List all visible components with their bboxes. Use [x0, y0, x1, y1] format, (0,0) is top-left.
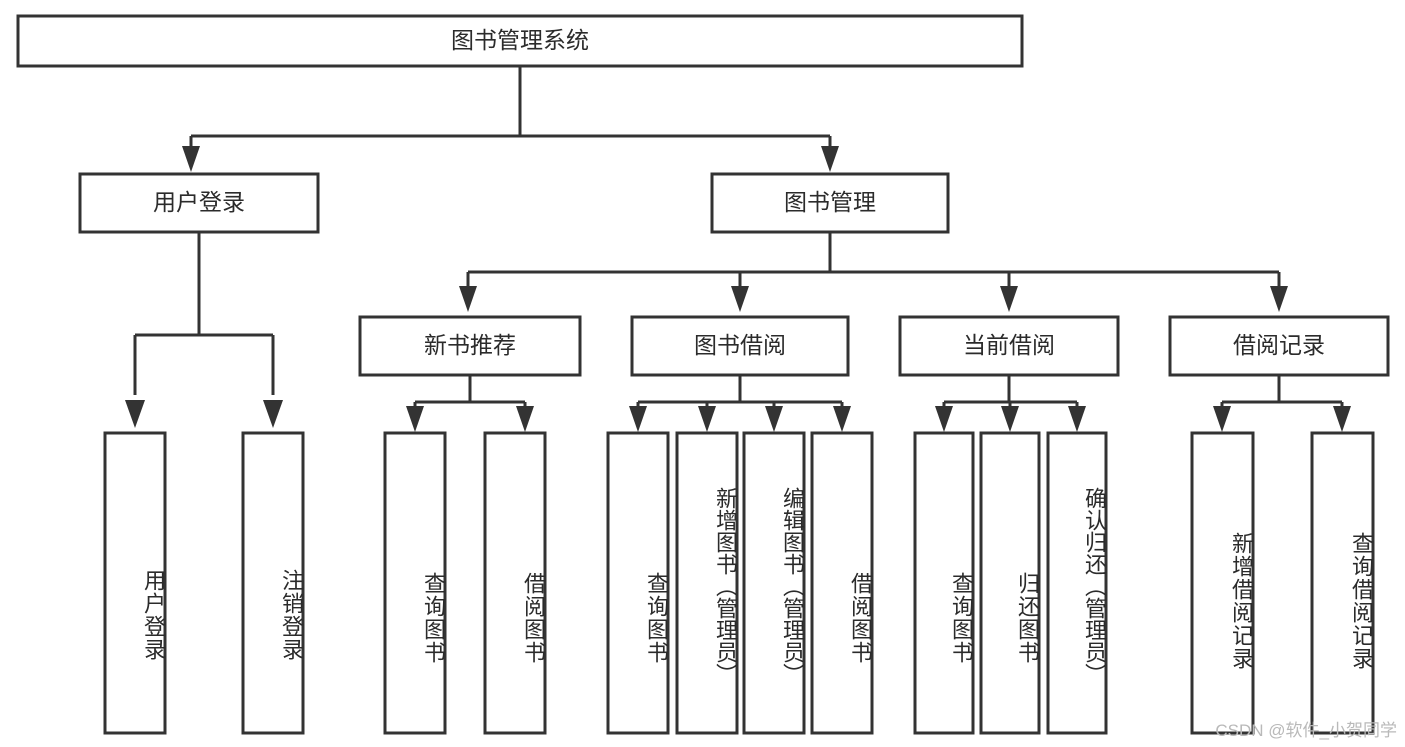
- connector-newbookrec-to-leaves: [406, 375, 534, 432]
- connector-root-to-level2: [182, 66, 839, 172]
- connector-currentborrow-to-leaves: [935, 375, 1086, 432]
- node-box-leaf-edit-book[interactable]: [742, 431, 806, 735]
- node-box-leaf-add-book[interactable]: [675, 431, 739, 735]
- node-box-leaf-logout[interactable]: [241, 431, 305, 735]
- node-box-new-book-rec[interactable]: [358, 315, 582, 377]
- node-box-borrow-record[interactable]: [1168, 315, 1390, 377]
- node-box-leaf-borrow-book-1[interactable]: [483, 431, 547, 735]
- connector-userlogin-to-leaves: [125, 233, 283, 428]
- node-box-leaf-borrow-book-2[interactable]: [810, 431, 874, 735]
- node-box-leaf-add-record[interactable]: [1190, 431, 1255, 735]
- connector-bookmanage-to-level3: [459, 233, 1288, 312]
- node-box-current-borrow[interactable]: [898, 315, 1120, 377]
- connector-borrowrecord-to-leaves: [1213, 375, 1351, 432]
- node-box-leaf-user-login[interactable]: [103, 431, 167, 735]
- node-box-leaf-confirm-return[interactable]: [1046, 431, 1108, 735]
- connector-bookborrow-to-leaves: [629, 375, 851, 432]
- node-box-user-login[interactable]: [78, 172, 320, 234]
- node-box-leaf-return-book[interactable]: [979, 431, 1041, 735]
- watermark-text: CSDN @软件_小贺同学: [1215, 721, 1397, 740]
- node-box-book-manage[interactable]: [710, 172, 950, 234]
- node-box-leaf-query-book-2[interactable]: [606, 431, 670, 735]
- node-box-root[interactable]: [16, 14, 1024, 68]
- node-box-leaf-query-book-3[interactable]: [913, 431, 975, 735]
- node-box-leaf-query-record[interactable]: [1310, 431, 1375, 735]
- node-box-book-borrow[interactable]: [630, 315, 850, 377]
- node-box-leaf-query-book-1[interactable]: [383, 431, 447, 735]
